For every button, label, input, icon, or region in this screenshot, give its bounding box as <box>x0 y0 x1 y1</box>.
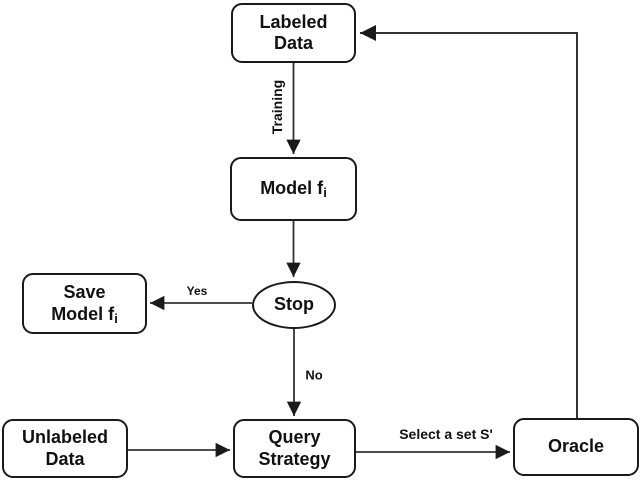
node-model-fi-label: Model fi <box>260 178 327 201</box>
node-save-model-line1: Save <box>63 282 106 303</box>
node-unlabeled-data: Unlabeled Data <box>2 419 128 478</box>
edge-oracle-to-labeled <box>360 25 578 418</box>
edge-label-select-set: Select a set S' <box>399 426 493 442</box>
node-stop-label: Stop <box>274 294 314 315</box>
node-oracle-label: Oracle <box>547 436 605 457</box>
node-labeled-data-line1: Labeled <box>259 11 328 32</box>
model-subscript: i <box>323 185 327 201</box>
node-oracle: Oracle <box>513 418 639 476</box>
node-query-strategy-line1: Query <box>268 427 321 448</box>
node-query-strategy: Query Strategy <box>233 419 356 478</box>
save-model-subscript: i <box>114 310 118 326</box>
node-query-strategy-line2: Strategy <box>258 448 331 469</box>
edge-label-no: No <box>305 367 323 383</box>
node-save-model-line2: Model fi <box>51 303 118 326</box>
edge-label-yes: Yes <box>186 284 208 298</box>
node-model-fi: Model fi <box>230 157 357 221</box>
node-save-model: Save Model fi <box>22 273 147 334</box>
node-stop-decision: Stop <box>252 281 336 329</box>
edge-label-training: Training <box>269 79 285 135</box>
node-unlabeled-data-line1: Unlabeled <box>21 427 109 448</box>
node-labeled-data-line2: Data <box>273 33 313 53</box>
node-labeled-data: Labeled Data <box>231 3 356 63</box>
node-unlabeled-data-line2: Data <box>45 448 85 469</box>
